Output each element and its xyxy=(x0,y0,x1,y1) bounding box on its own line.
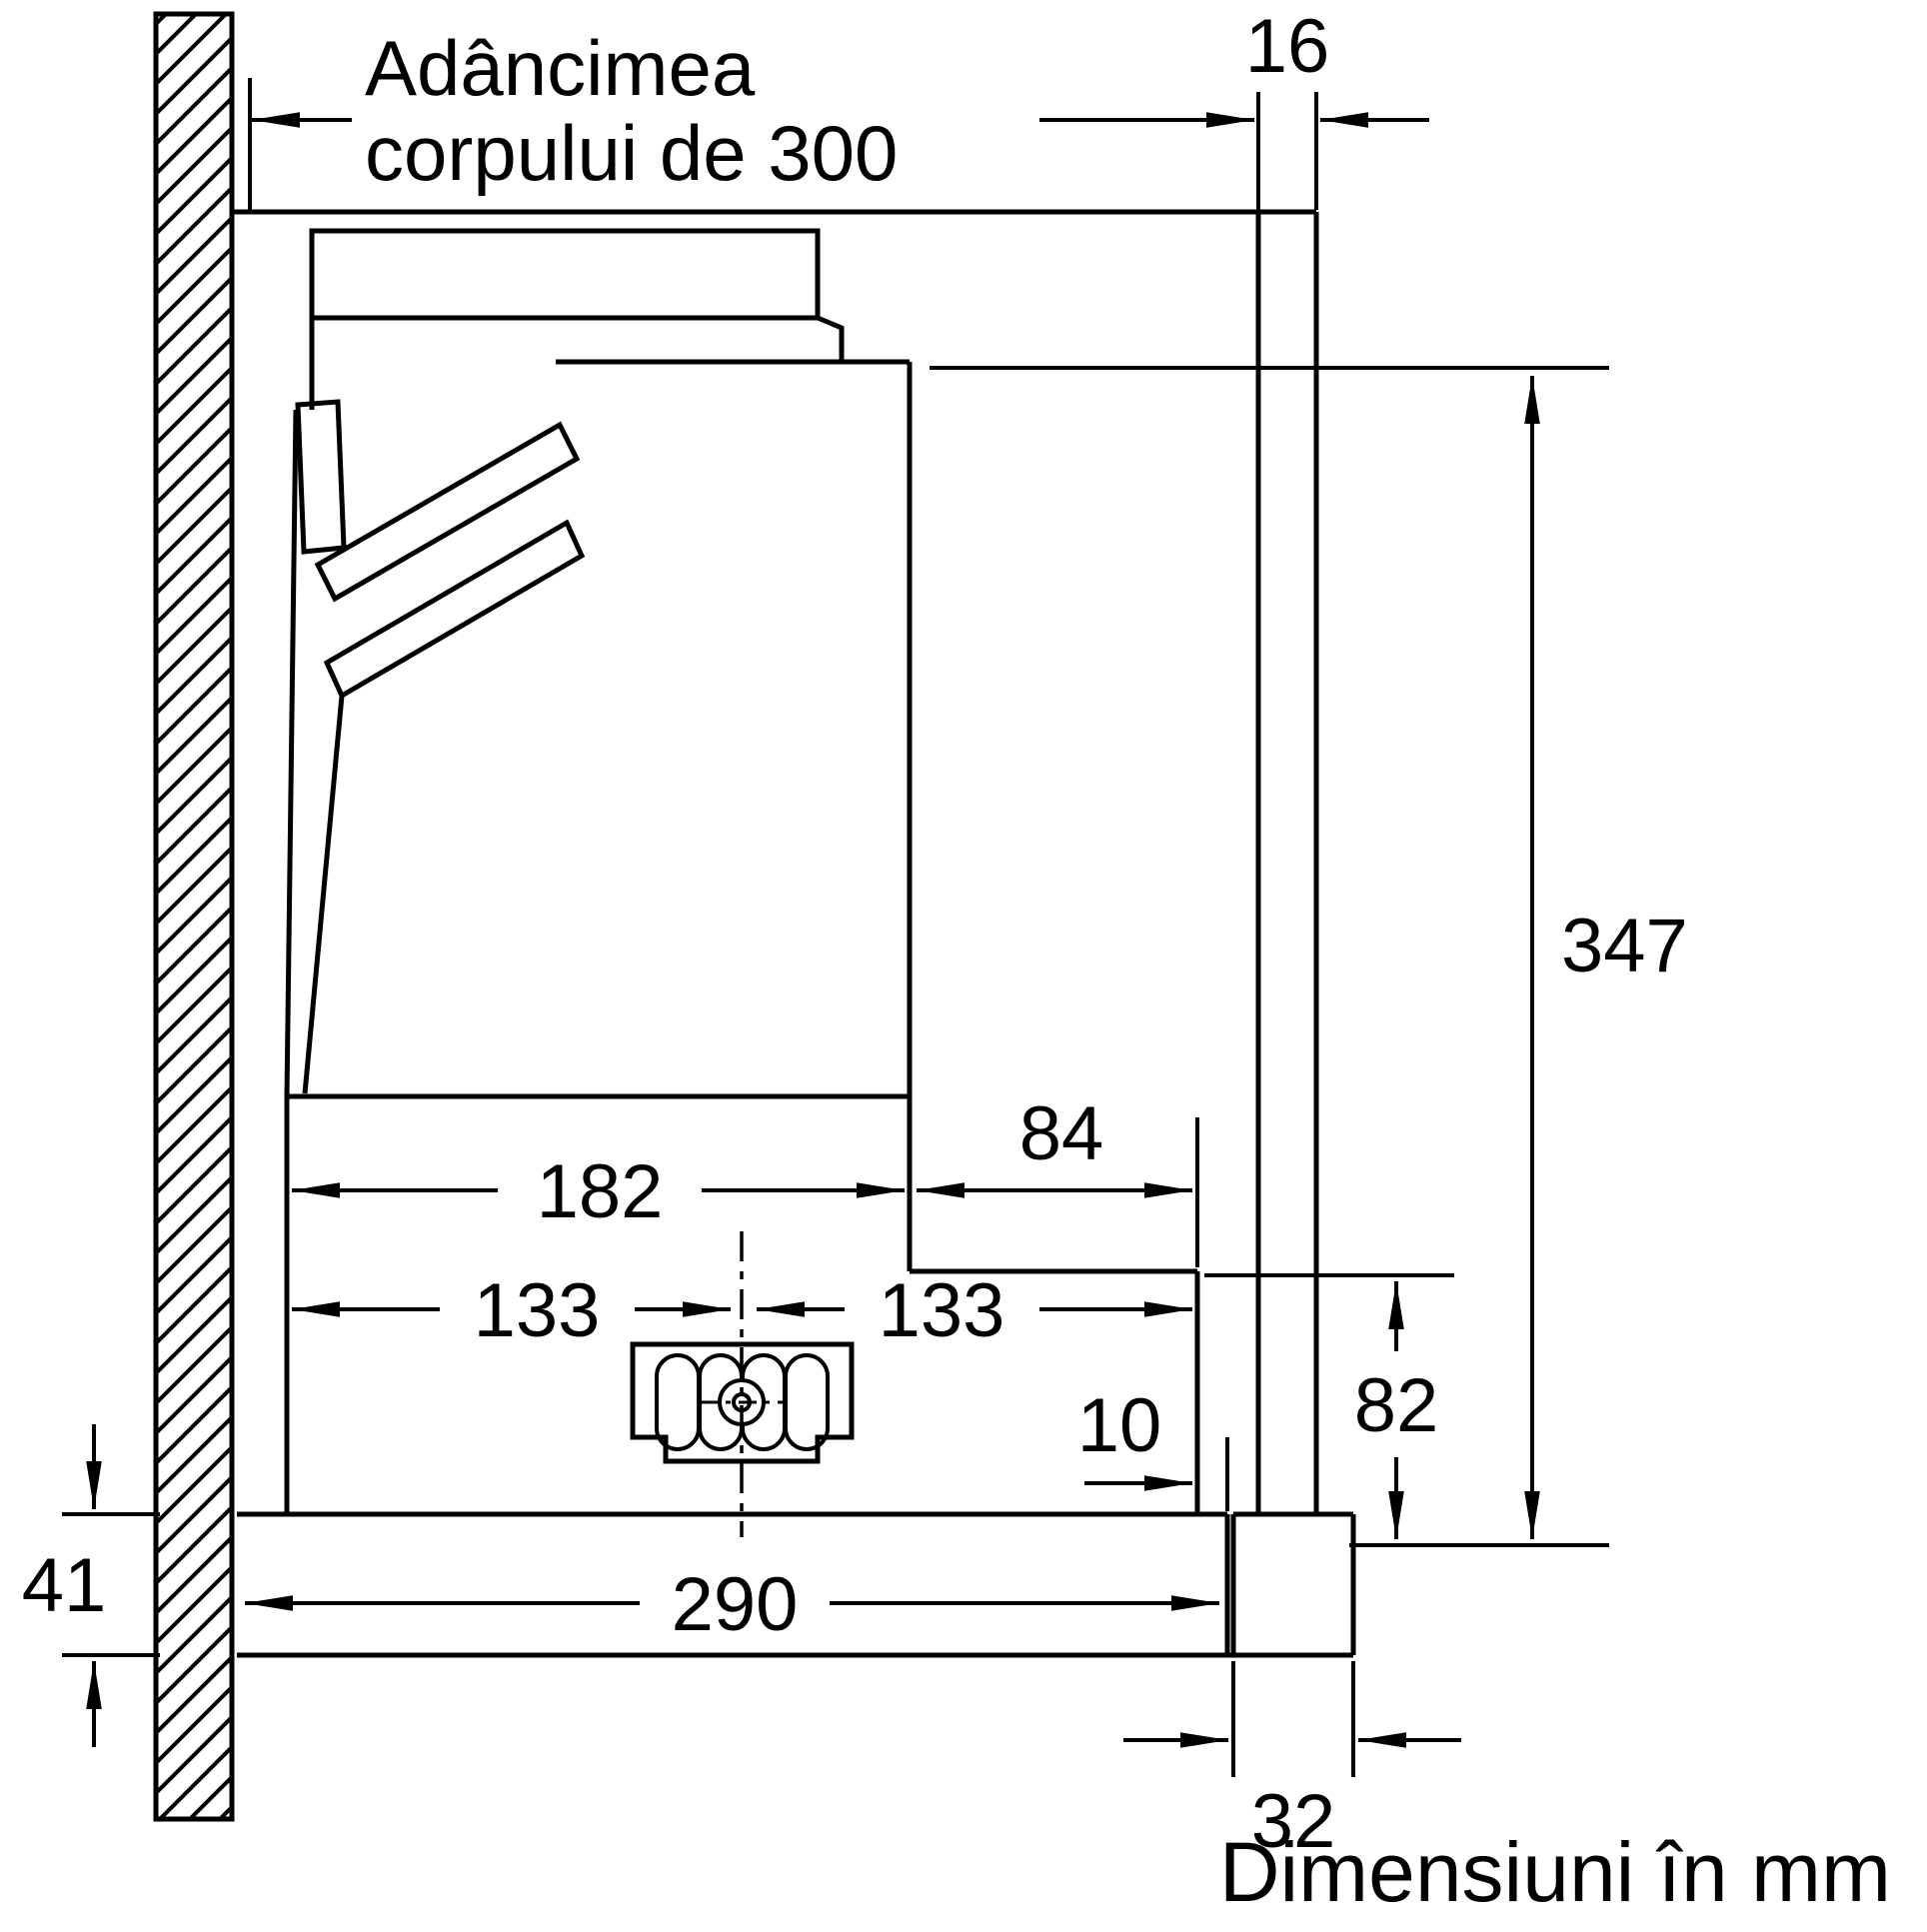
dim-32-label: 32 xyxy=(1251,1779,1336,1864)
hood-mounting-box xyxy=(309,228,845,410)
dim-visor-height: 41 xyxy=(22,1424,160,1747)
extension-line xyxy=(1231,1661,1355,1777)
extension-line xyxy=(1256,92,1318,210)
bottom-assembly xyxy=(237,1511,1356,1658)
dim-cabinet-depth: Adâncimea corpului de 300 xyxy=(248,24,1254,210)
dim-133-left-label: 133 xyxy=(474,1268,601,1353)
dim-10-label: 10 xyxy=(1077,1383,1162,1468)
filter-flap-upper xyxy=(314,421,581,603)
duct-rib xyxy=(784,1353,830,1451)
dim-body-depth: 182 xyxy=(292,1149,905,1234)
dim-133-right-label: 133 xyxy=(879,1268,1005,1353)
dim-84-label: 84 xyxy=(1019,1091,1104,1176)
bottom-plate xyxy=(237,1511,1353,1658)
dim-bottom-depth: 290 xyxy=(245,1562,1219,1647)
title-line2: corpului de 300 xyxy=(365,109,898,197)
dim-duct-right: 133 xyxy=(757,1268,1192,1353)
duct-connector xyxy=(630,1231,855,1537)
dim-front-width: 32 xyxy=(1123,1661,1461,1864)
title-line1: Adâncimea xyxy=(365,24,756,112)
filter-bracket xyxy=(295,399,347,555)
dim-duct-left: 133 xyxy=(292,1268,731,1353)
dim-total-height: 347 xyxy=(930,366,1688,1547)
dim-front-depth: 84 xyxy=(917,1091,1199,1267)
filter-slant-line xyxy=(302,695,345,1094)
cabinet-front-panel xyxy=(1255,212,1319,1514)
dim-41-label: 41 xyxy=(22,1543,107,1628)
dim-347-label: 347 xyxy=(1561,904,1688,988)
hood-left-edge xyxy=(284,409,299,1514)
dim-290-label: 290 xyxy=(672,1562,799,1647)
cabinet-outline xyxy=(232,209,1319,1514)
dim-gap: 10 xyxy=(1077,1383,1229,1511)
dim-182-label: 182 xyxy=(537,1149,664,1234)
filter-flap-lower xyxy=(323,519,586,700)
dim-82-label: 82 xyxy=(1354,1363,1439,1448)
dim-16-label: 16 xyxy=(1245,4,1330,89)
wall-hatched xyxy=(153,11,235,1822)
hood-body-outline xyxy=(284,228,1200,1514)
dim-lower-height: 82 xyxy=(1204,1273,1454,1539)
hood-step-edge xyxy=(910,1268,1200,1514)
units-note: Dimensiuni în mm xyxy=(1219,1825,1891,1919)
dim-panel-thickness: 16 xyxy=(1245,4,1429,210)
bottom-front-piece xyxy=(1230,1511,1356,1655)
